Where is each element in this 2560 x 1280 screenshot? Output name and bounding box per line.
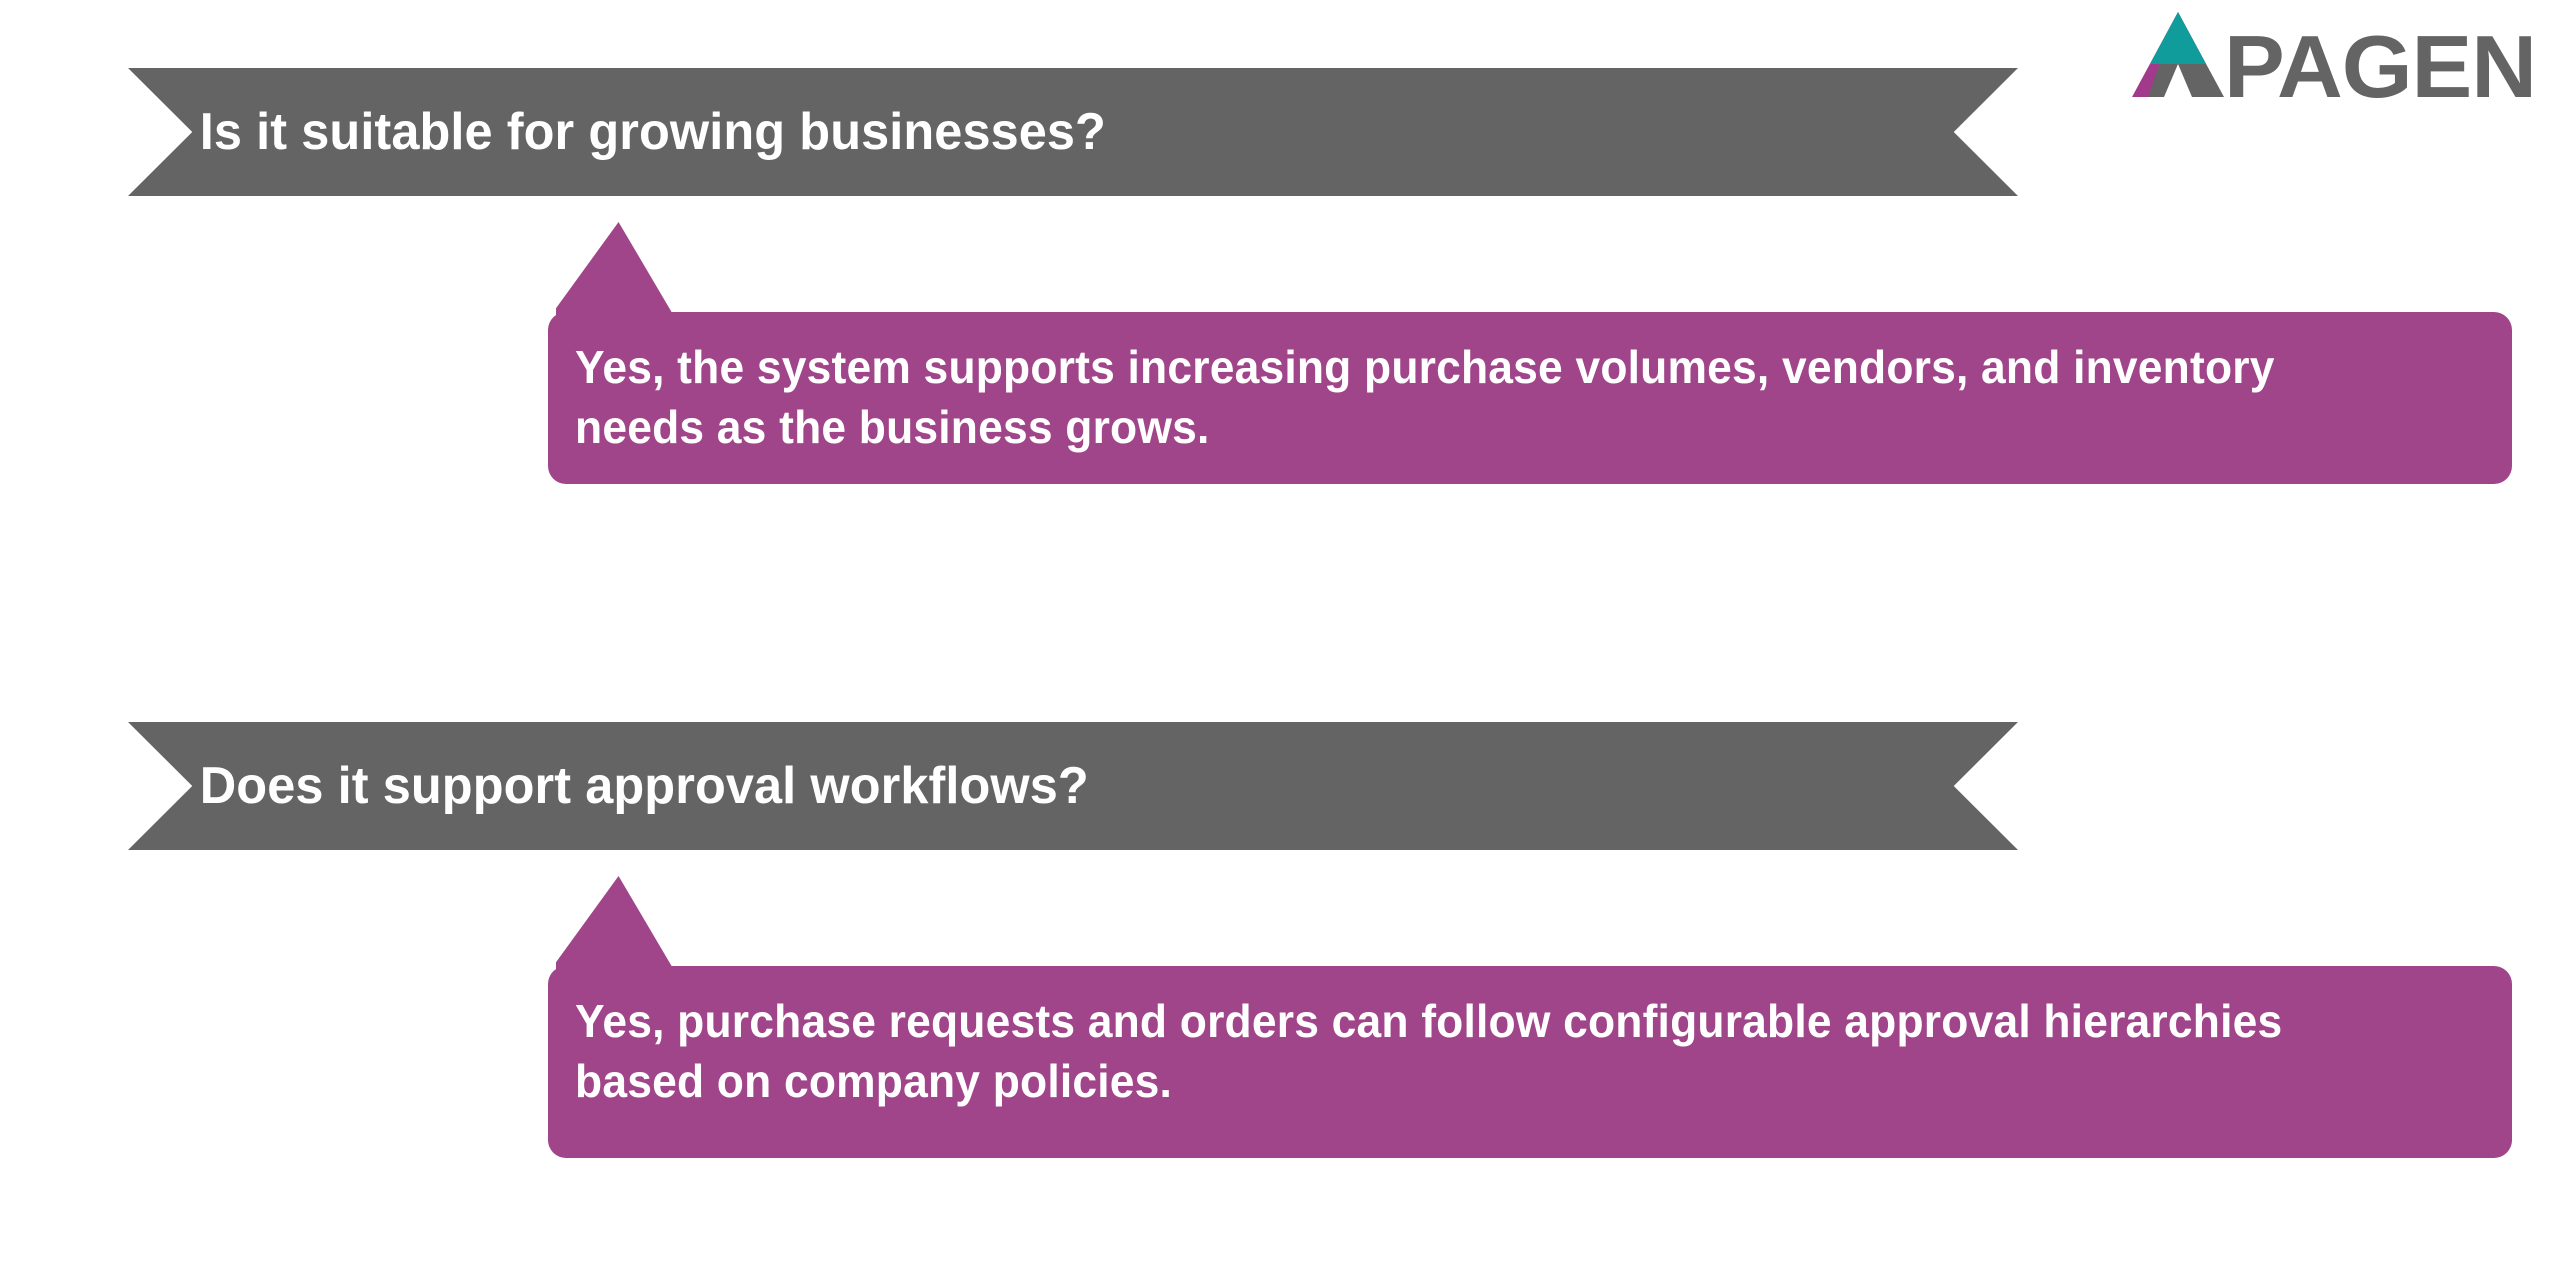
bubble-body-2: Yes, purchase requests and orders can fo… xyxy=(548,966,2512,1158)
bubble-body-1: Yes, the system supports increasing purc… xyxy=(548,312,2512,484)
faq-question-text-2: Does it support approval workflows? xyxy=(199,757,1089,815)
faq-question-text-1: Is it suitable for growing businesses? xyxy=(199,103,1106,161)
faq-question-banner-2: Does it support approval workflows? xyxy=(128,722,2018,850)
faq-answer-text-1: Yes, the system supports increasing purc… xyxy=(575,341,2275,453)
faq-answer-bubble-2: Yes, purchase requests and orders can fo… xyxy=(548,876,2512,1158)
faq-question-banner-1: Is it suitable for growing businesses? xyxy=(128,68,2018,196)
logo-wordmark: PAGEN xyxy=(2224,17,2536,112)
faq-answer-bubble-1: Yes, the system supports increasing purc… xyxy=(548,222,2512,484)
faq-answer-text-2: Yes, purchase requests and orders can fo… xyxy=(575,995,2283,1107)
bubble-tail-icon-2 xyxy=(556,876,674,974)
apagen-logo: PAGEN xyxy=(2120,2,2540,112)
logo-triangle-teal xyxy=(2150,12,2206,64)
bubble-tail-icon-1 xyxy=(556,222,674,320)
